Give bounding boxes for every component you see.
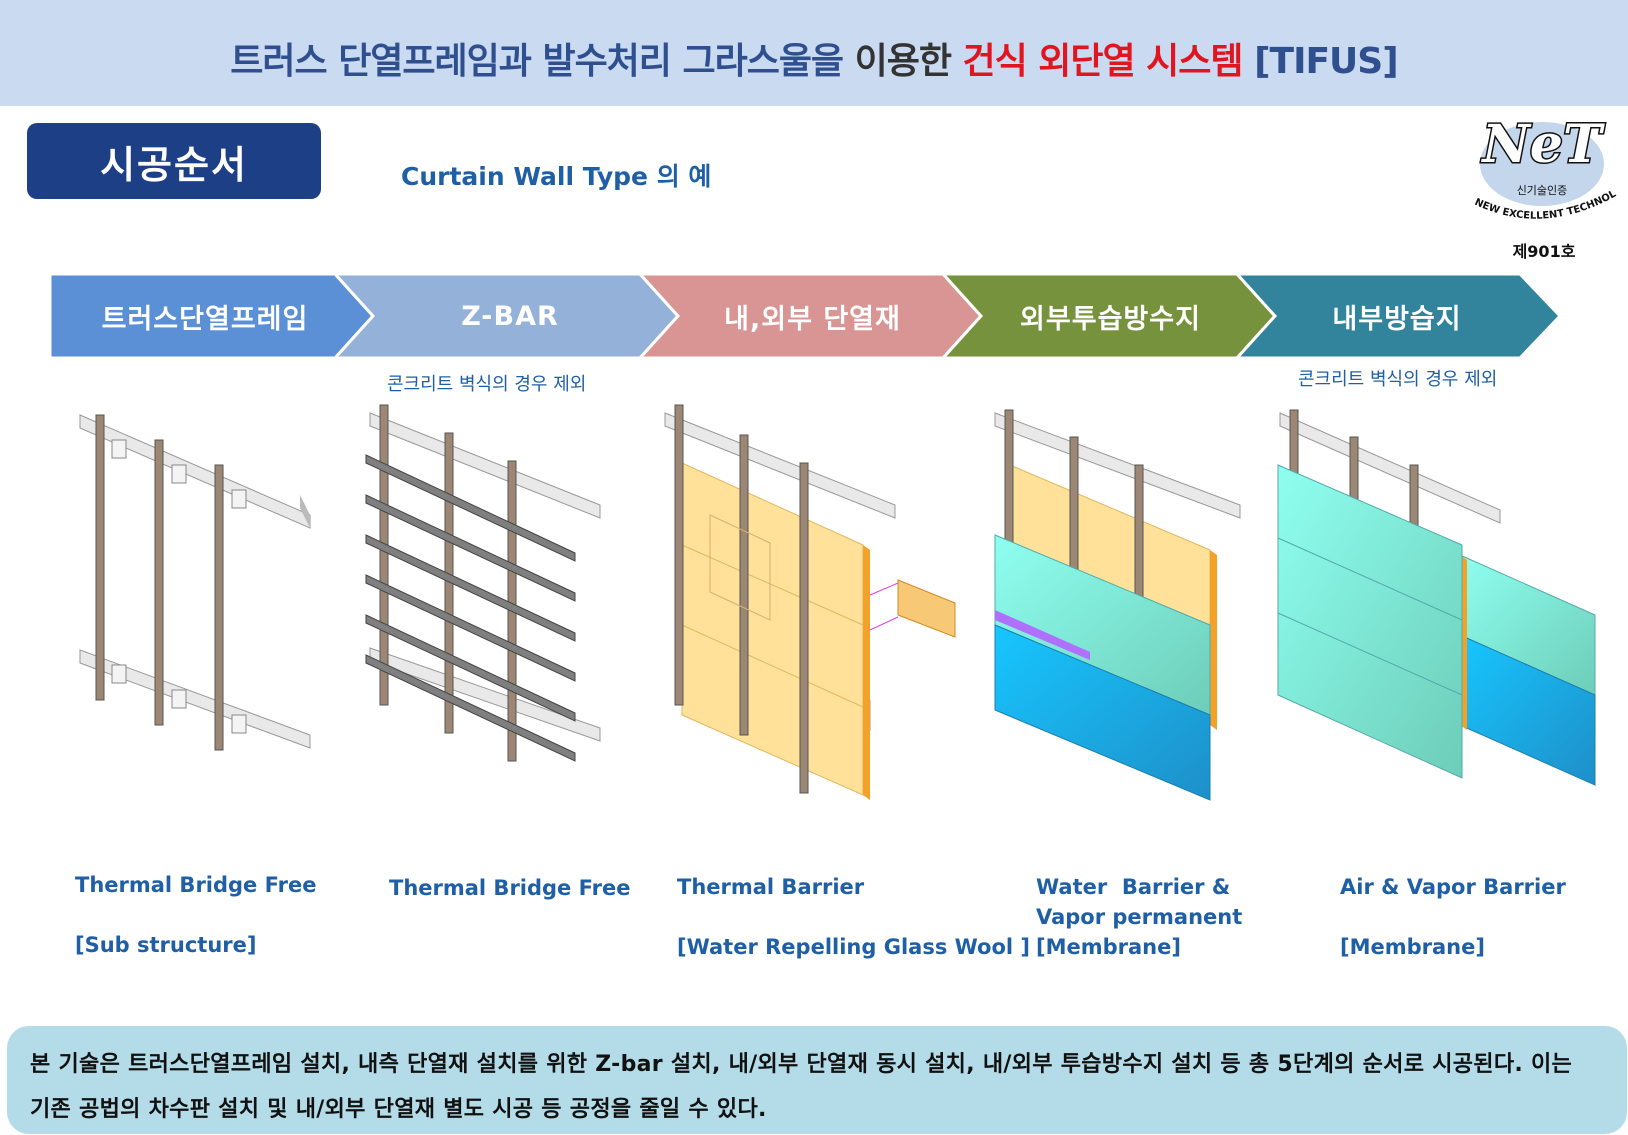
title-part-2: 이용한 — [843, 41, 963, 82]
caption-2-line-1: Thermal Bridge Free — [389, 876, 631, 900]
inner-barrier-note: 콘크리트 벽식의 경우 제외 — [1298, 369, 1498, 390]
step-arrow-4 — [940, 274, 1278, 358]
caption-2: Thermal Bridge Free — [389, 873, 630, 903]
header-bar — [0, 0, 1628, 106]
illustration-external-membrane — [994, 409, 1241, 801]
caption-1-line-1: Thermal Bridge Free — [75, 873, 317, 897]
caption-5: Air & Vapor Barrier [Membrane] — [1340, 872, 1566, 962]
step-label-2: Z-BAR — [461, 300, 559, 332]
logo-number: 제901호 — [1512, 242, 1576, 261]
step-label-1: 트러스단열프레임 — [101, 303, 309, 335]
illustration-sub-structure — [79, 414, 311, 751]
section-badge: 시공순서 — [27, 123, 321, 199]
step-label-4: 외부투습방수지 — [1020, 303, 1201, 335]
process-steps — [48, 274, 1563, 358]
caption-4-line-2: Vapor permanent — [1036, 905, 1243, 929]
illustration-internal-membrane — [1277, 409, 1596, 786]
caption-5-line-1: Air & Vapor Barrier — [1340, 875, 1566, 899]
step-arrow-2 — [332, 274, 681, 358]
net-certification-logo: NeT 신기술인증 NEW EXCELLENT TECHNOLOGY — [1470, 112, 1619, 222]
step-label-5: 내부방습지 — [1332, 303, 1462, 335]
title-part-3: 건식 외단열 시스템 — [962, 41, 1244, 82]
caption-3-line-1: Thermal Barrier — [677, 875, 865, 899]
step-arrow-5 — [1234, 274, 1563, 358]
zbar-note: 콘크리트 벽식의 경우 제외 — [387, 374, 587, 395]
caption-5-line-3: [Membrane] — [1340, 935, 1485, 959]
illustration-z-bar — [365, 404, 601, 762]
logo-swoosh — [1480, 122, 1604, 206]
caption-5-line-2 — [1340, 902, 1566, 932]
page-title: 트러스 단열프레임과 발수처리 그라스울을 이용한 건식 외단열 시스템 [TI… — [0, 32, 1628, 84]
caption-1-line-3: [Sub structure] — [75, 933, 257, 957]
logo-korean: 신기술인증 — [1517, 184, 1568, 197]
caption-3-line-2 — [677, 902, 1030, 932]
title-part-4: [TIFUS] — [1242, 41, 1399, 82]
caption-1: Thermal Bridge Free [Sub structure] — [75, 870, 316, 960]
logo-mark: NeT — [1480, 114, 1605, 175]
section-subtitle: Curtain Wall Type 의 예 — [401, 162, 712, 191]
caption-4: Water Barrier & Vapor permanent [Membran… — [1036, 872, 1242, 962]
caption-3-line-3: [Water Repelling Glass Wool ] — [677, 935, 1031, 959]
caption-4-line-3: [Membrane] — [1036, 935, 1181, 959]
step-label-3: 내,외부 단열재 — [724, 303, 901, 335]
caption-3: Thermal Barrier [Water Repelling Glass W… — [677, 872, 1030, 962]
title-part-1: 트러스 단열프레임과 발수처리 그라스울을 — [230, 41, 844, 82]
construction-illustrations — [79, 404, 1596, 801]
step-arrow-3 — [637, 274, 984, 358]
description-text: 본 기술은 트러스단열프레임 설치, 내측 단열재 설치를 위한 Z-bar 설… — [30, 1052, 1573, 1122]
caption-4-line-1: Water Barrier & — [1036, 875, 1231, 899]
illustration-insulation — [664, 404, 956, 800]
description-box — [7, 1026, 1627, 1134]
caption-1-line-2 — [75, 900, 316, 930]
